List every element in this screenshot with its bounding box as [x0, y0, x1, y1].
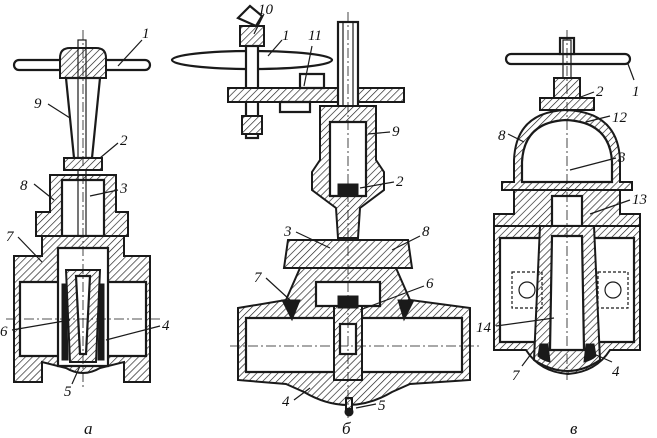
callout-v-13: 13 [632, 192, 647, 208]
callout-v-1: 1 [632, 84, 640, 100]
panel-v-caption: в [570, 419, 578, 438]
callout-v-12: 12 [612, 110, 628, 126]
callout-b-5: 5 [378, 398, 386, 414]
panel-a-callouts [11, 39, 161, 385]
callout-a-6: 6 [0, 324, 8, 340]
panel-b-caption: б [342, 419, 351, 438]
callout-b-6: 6 [426, 276, 434, 292]
callout-v-4: 4 [612, 364, 620, 380]
callout-b-10: 10 [258, 2, 274, 18]
callout-v-8: 8 [498, 128, 506, 144]
callout-b-2: 2 [396, 174, 404, 190]
callout-a-8: 8 [20, 178, 28, 194]
callout-b-7: 7 [254, 270, 263, 286]
callout-v-14: 14 [476, 320, 492, 336]
callout-b-1: 1 [282, 28, 290, 44]
callout-a-4: 4 [162, 318, 170, 334]
callout-a-2: 2 [120, 133, 128, 149]
callout-a-1: 1 [142, 26, 150, 42]
panel-v-valve [493, 30, 641, 380]
callout-b-4: 4 [282, 394, 290, 410]
callout-b-8: 8 [422, 224, 430, 240]
callout-v-3: 3 [617, 150, 626, 166]
callout-a-3: 3 [119, 181, 128, 197]
callout-a-9: 9 [34, 96, 42, 112]
panel-a-valve [6, 30, 160, 390]
callout-a-7: 7 [6, 229, 15, 245]
panel-a-caption: а [84, 419, 93, 438]
panel-v-callouts [495, 63, 635, 367]
callout-b-11: 11 [308, 28, 322, 44]
callout-b-9: 9 [392, 124, 400, 140]
panel-b-callouts [253, 13, 425, 409]
callout-a-5: 5 [64, 384, 72, 400]
callout-v-2: 2 [596, 84, 604, 100]
callout-v-7: 7 [512, 368, 521, 384]
panel-b-valve [170, 4, 480, 420]
callout-b-3: 3 [283, 224, 292, 240]
